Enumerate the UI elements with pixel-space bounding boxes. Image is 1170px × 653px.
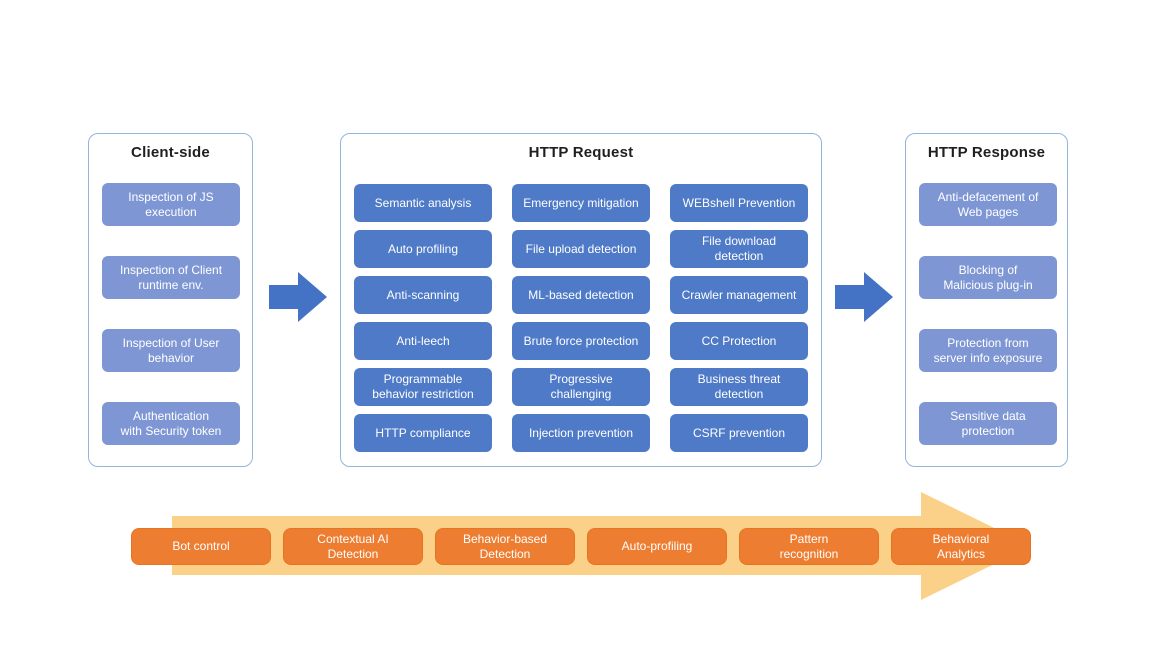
response-item: Sensitive data protection — [919, 402, 1057, 445]
client-side-panel: Client-side Inspection of JS execution I… — [88, 133, 253, 467]
banner-item: Behavioral Analytics — [891, 528, 1031, 565]
request-item: Business threat detection — [670, 368, 808, 406]
request-item: CC Protection — [670, 322, 808, 360]
response-item: Blocking of Malicious plug-in — [919, 256, 1057, 299]
client-item: Authentication with Security token — [102, 402, 240, 445]
http-response-panel: HTTP Response Anti-defacement of Web pag… — [905, 133, 1068, 467]
banner-item: Pattern recognition — [739, 528, 879, 565]
request-item: File download detection — [670, 230, 808, 268]
client-panel-title: Client-side — [131, 144, 210, 161]
request-item: Progressive challenging — [512, 368, 650, 406]
request-item: Anti-scanning — [354, 276, 492, 314]
banner-item: Behavior-based Detection — [435, 528, 575, 565]
client-item-list: Inspection of JS execution Inspection of… — [102, 183, 240, 445]
request-item: Crawler management — [670, 276, 808, 314]
request-item-grid: Semantic analysis Auto profiling Anti-sc… — [354, 184, 808, 452]
response-panel-title: HTTP Response — [927, 144, 1046, 161]
right-arrow-icon — [269, 272, 327, 322]
client-item: Inspection of Client runtime env. — [102, 256, 240, 299]
banner-item: Bot control — [131, 528, 271, 565]
request-item: Auto profiling — [354, 230, 492, 268]
response-item: Anti-defacement of Web pages — [919, 183, 1057, 226]
response-item: Protection from server info exposure — [919, 329, 1057, 372]
banner-item: Auto-profiling — [587, 528, 727, 565]
request-item: HTTP compliance — [354, 414, 492, 452]
client-item: Inspection of User behavior — [102, 329, 240, 372]
banner-item-list: Bot control Contextual AI Detection Beha… — [131, 528, 1031, 565]
request-item: Injection prevention — [512, 414, 650, 452]
client-item: Inspection of JS execution — [102, 183, 240, 226]
request-column-1: Semantic analysis Auto profiling Anti-sc… — [354, 184, 492, 452]
request-panel-title: HTTP Request — [528, 144, 634, 161]
request-item: CSRF prevention — [670, 414, 808, 452]
right-arrow-icon — [835, 272, 893, 322]
request-item: File upload detection — [512, 230, 650, 268]
request-item: Anti-leech — [354, 322, 492, 360]
request-column-2: Emergency mitigation File upload detecti… — [512, 184, 650, 452]
request-item: Brute force protection — [512, 322, 650, 360]
http-request-panel: HTTP Request Semantic analysis Auto prof… — [340, 133, 822, 467]
request-item: WEBshell Prevention — [670, 184, 808, 222]
banner-item: Contextual AI Detection — [283, 528, 423, 565]
request-item: Emergency mitigation — [512, 184, 650, 222]
request-item: ML-based detection — [512, 276, 650, 314]
request-column-3: WEBshell Prevention File download detect… — [670, 184, 808, 452]
request-item: Programmable behavior restriction — [354, 368, 492, 406]
request-item: Semantic analysis — [354, 184, 492, 222]
response-item-list: Anti-defacement of Web pages Blocking of… — [919, 183, 1057, 445]
